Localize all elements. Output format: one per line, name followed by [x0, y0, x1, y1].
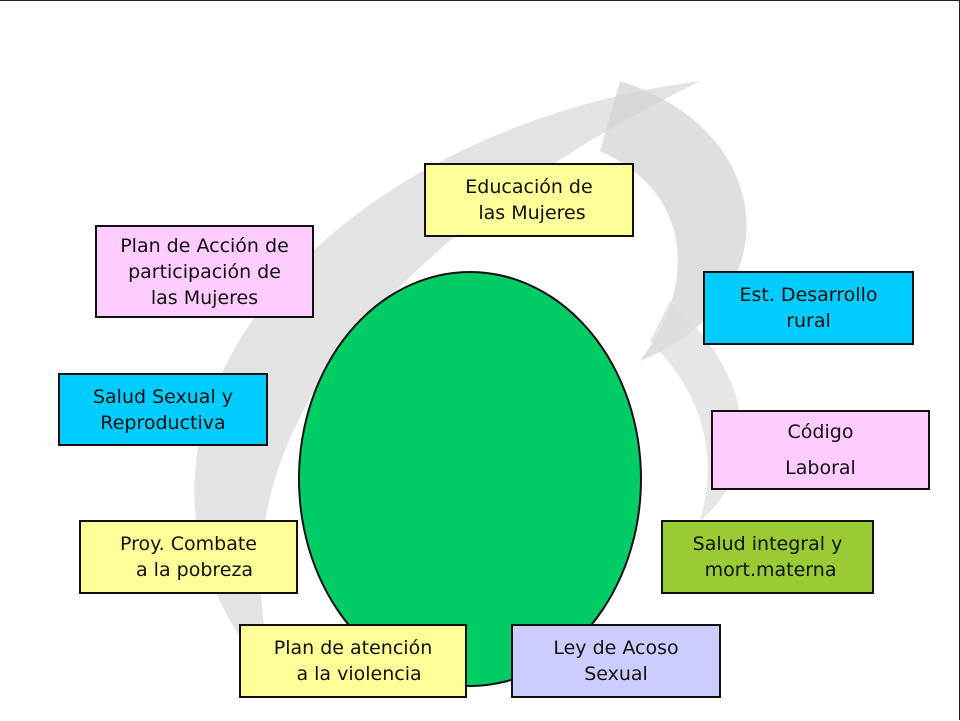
node-line: participación de: [128, 260, 281, 283]
node-salud-integral: Salud integral y mort.materna: [661, 520, 874, 594]
node-line: Est. Desarrollo: [739, 284, 878, 306]
node-line: Sexual: [584, 663, 648, 685]
node-line: Plan de atención: [273, 637, 433, 659]
node-line: Reproductiva: [100, 411, 226, 434]
node-line: Salud integral y: [692, 533, 843, 555]
node-line: Ley de Acoso: [553, 637, 679, 659]
node-educacion-mujeres: Educación de las Mujeres: [424, 163, 634, 237]
node-line: rural: [786, 310, 831, 332]
node-desarrollo-rural: Est. Desarrollo rural: [703, 271, 914, 345]
node-line: Código: [787, 421, 854, 443]
node-line: mort.materna: [698, 559, 837, 581]
node-combate-pobreza: Proy. Combate a la pobreza: [79, 520, 298, 594]
node-line: Educación de: [465, 176, 593, 198]
node-line: Salud Sexual y: [92, 385, 234, 408]
node-line: Proy. Combate: [120, 533, 257, 555]
node-line: Plan de Acción de: [120, 234, 289, 257]
node-line: las Mujeres: [150, 286, 259, 309]
node-line: a la pobreza: [123, 559, 254, 581]
node-line: Laboral: [785, 457, 856, 479]
node-salud-sexual-reproductiva: Salud Sexual y Reproductiva: [58, 373, 268, 446]
node-ley-acoso-sexual: Ley de Acoso Sexual: [511, 624, 721, 698]
center-circle: [298, 271, 642, 687]
node-atencion-violencia: Plan de atención a la violencia: [239, 624, 467, 698]
node-line: a la violencia: [284, 663, 422, 685]
node-plan-accion-participacion: Plan de Acción de participación de las M…: [95, 225, 314, 318]
node-line: las Mujeres: [472, 202, 586, 224]
node-codigo-laboral: Código Laboral: [711, 410, 930, 490]
